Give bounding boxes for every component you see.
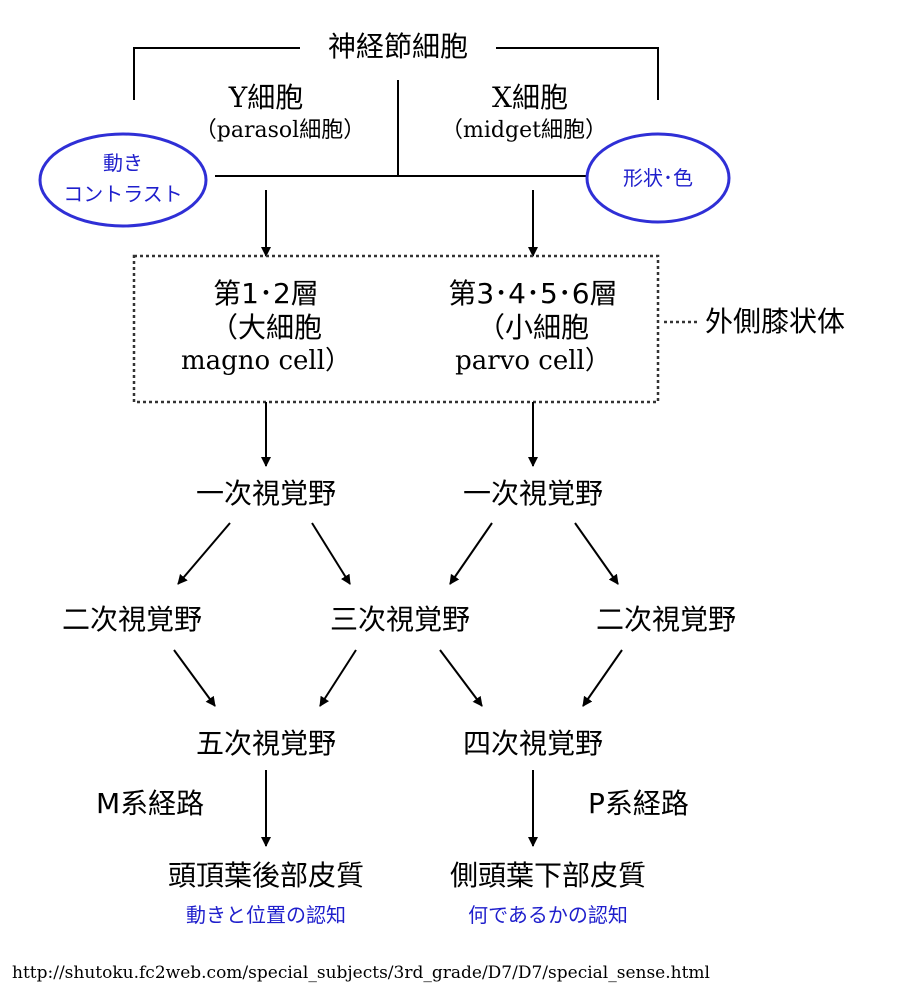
motion-contrast-oval	[38, 132, 208, 228]
primary-visual-cortex-right: 一次視覚野	[462, 477, 604, 510]
lgn-label: 外側膝状体	[705, 305, 846, 338]
arrow-v1r-to-v2r	[574, 522, 619, 585]
top-bracket	[133, 47, 300, 100]
arrow-v3-to-v4	[439, 649, 483, 707]
arrow-v1l-to-v3	[311, 522, 351, 585]
arrow-v2r-to-v4	[582, 649, 623, 707]
shape-color-oval	[585, 132, 731, 224]
inferior-temporal-cortex: 側頭葉下部皮質	[449, 859, 647, 892]
posterior-parietal-cortex: 頭頂葉後部皮質	[167, 859, 365, 892]
parvo-sub-ja: （小細胞	[476, 311, 590, 344]
arrow-v1l-to-v2l	[177, 522, 231, 585]
lgn-box	[132, 254, 660, 404]
x-cell-label: X細胞	[492, 81, 568, 114]
y-cell-label: Y細胞	[228, 81, 304, 114]
arrow-v2l-to-v5	[173, 649, 216, 707]
x-cell-subtitle: （midget細胞）	[441, 118, 607, 143]
y-cell-subtitle: （parasol細胞）	[194, 118, 366, 143]
secondary-visual-cortex-right: 二次視覚野	[595, 603, 737, 636]
ganglion-cell-title: 神経節細胞	[319, 33, 477, 61]
secondary-visual-cortex-left: 二次視覚野	[61, 603, 203, 636]
where-recognition-note: 動きと位置の認知	[186, 903, 346, 927]
m-pathway-label: M系経路	[96, 787, 205, 820]
magno-sub-ja: （大細胞	[209, 311, 323, 344]
top-bracket-right	[496, 47, 659, 100]
primary-visual-cortex-left: 一次視覚野	[195, 477, 337, 510]
fifth-visual-cortex: 五次視覚野	[195, 727, 337, 760]
source-url: http://shutoku.fc2web.com/special_subjec…	[12, 963, 710, 983]
magno-layers-label: 第1･2層	[213, 277, 319, 310]
arrow-v1r-to-v3	[449, 522, 493, 585]
shape-color-label: 形状･色	[623, 166, 693, 190]
p-pathway-label: P系経路	[588, 787, 689, 820]
fourth-visual-cortex: 四次視覚野	[462, 727, 604, 760]
what-recognition-note: 何であるかの認知	[468, 903, 628, 927]
motion-label: 動き	[103, 151, 143, 175]
contrast-label: コントラスト	[63, 182, 183, 206]
magno-sub-en: magno cell）	[180, 346, 352, 376]
tertiary-visual-cortex: 三次視覚野	[329, 603, 471, 636]
parvo-sub-en: parvo cell）	[455, 346, 611, 376]
arrow-v3-to-v5	[319, 649, 357, 707]
parvo-layers-label: 第3･4･5･6層	[448, 277, 618, 310]
